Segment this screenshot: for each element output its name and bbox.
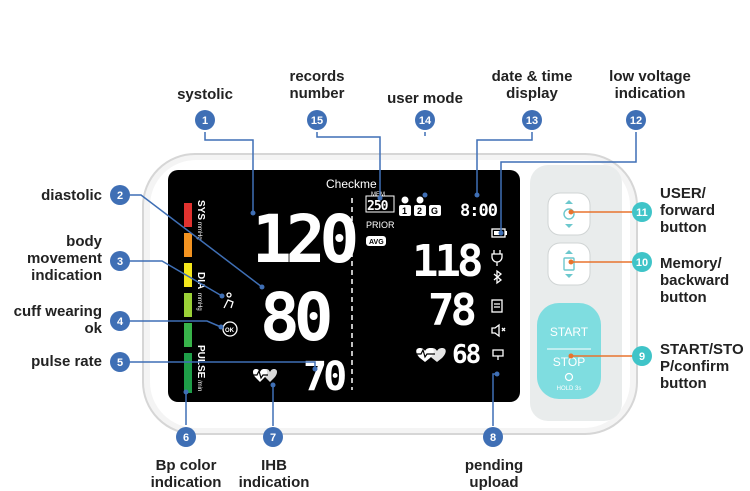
svg-text:6: 6 [183, 432, 189, 444]
svg-text:1: 1 [202, 115, 208, 127]
user-forward-button[interactable] [547, 192, 591, 236]
cuff-ok-icon: OK [222, 321, 238, 337]
badge-5: 5 [110, 352, 130, 372]
right-pulse: 68 [452, 340, 481, 370]
badge-13: 13 [522, 110, 542, 130]
callout-badges: 1 2 3 4 5 6 7 8 9 10 11 12 13 14 15 [110, 110, 652, 447]
badge-1: 1 [195, 110, 215, 130]
systolic-reading: 120 [252, 201, 355, 278]
badge-8: 8 [483, 427, 503, 447]
svg-text:11: 11 [636, 207, 648, 219]
svg-text:9: 9 [639, 351, 645, 363]
mute-speaker-icon [491, 323, 506, 338]
label-pulse-rate: pulse rate [31, 353, 102, 370]
start-stop-button[interactable]: START STOP HOLD 3s [537, 303, 601, 399]
right-diastolic: 78 [428, 285, 474, 336]
label-systolic: systolic [177, 86, 233, 103]
svg-text:14: 14 [419, 115, 432, 127]
svg-text:1: 1 [402, 206, 407, 216]
stop-label: STOP [553, 355, 585, 369]
bp-color-scale [184, 203, 192, 393]
svg-text:15: 15 [311, 115, 323, 127]
svg-text:2: 2 [417, 206, 422, 216]
svg-text:7: 7 [270, 432, 276, 444]
svg-text:5: 5 [117, 357, 123, 369]
bluetooth-icon [493, 269, 503, 285]
svg-text:AVG: AVG [369, 239, 384, 246]
svg-text:250: 250 [367, 199, 389, 214]
button-leader-lines [571, 211, 635, 357]
ihb-heart-icon [251, 369, 277, 382]
svg-text:8: 8 [490, 432, 496, 444]
battery-icon [491, 228, 507, 238]
badge-2: 2 [110, 185, 130, 205]
svg-text:12: 12 [630, 115, 642, 127]
power-plug-icon [491, 250, 503, 266]
badge-10: 10 [632, 252, 652, 272]
time-display: 8:00 [460, 201, 498, 221]
leader-lines [125, 132, 637, 426]
badge-11: 11 [632, 202, 652, 222]
badge-6: 6 [176, 427, 196, 447]
prior-label: PRIOR [366, 220, 395, 230]
svg-text:OK: OK [225, 328, 235, 334]
svg-text:G: G [431, 206, 438, 216]
pulse-reading: 70 [303, 354, 345, 400]
dia-label: DIA [195, 272, 206, 289]
svg-text:MEM: MEM [371, 192, 385, 198]
sys-label: SYS [195, 200, 206, 220]
device-body [142, 153, 638, 435]
badge-9: 9 [632, 346, 652, 366]
heart-rhythm-icon [414, 348, 446, 362]
hold-label: HOLD 3s [557, 386, 582, 392]
user-mode: 1 2 G [399, 196, 441, 216]
start-label: START [550, 325, 589, 339]
memory-backward-button[interactable] [547, 242, 591, 286]
pulse-unit: /min [196, 380, 202, 391]
diastolic-reading: 80 [260, 279, 330, 356]
svg-text:3: 3 [117, 256, 123, 268]
lcd-screen [168, 170, 520, 402]
right-systolic: 118 [412, 236, 481, 287]
svg-text:4: 4 [117, 316, 124, 328]
sys-unit: mmHg [196, 222, 202, 240]
avg-badge: AVG [366, 236, 386, 246]
cuff-tube-icon [492, 349, 504, 360]
dia-unit: mmHg [196, 293, 202, 311]
label-user-mode: user mode [387, 90, 463, 107]
upload-icon [491, 299, 503, 313]
svg-text:10: 10 [636, 257, 648, 269]
badge-4: 4 [110, 311, 130, 331]
svg-text:2: 2 [117, 190, 123, 202]
badge-14: 14 [415, 110, 435, 130]
badge-3: 3 [110, 251, 130, 271]
badge-7: 7 [263, 427, 283, 447]
label-diastolic: diastolic [41, 187, 102, 204]
body-movement-icon [223, 292, 234, 309]
badge-15: 15 [307, 110, 327, 130]
badge-12: 12 [626, 110, 646, 130]
svg-text:13: 13 [526, 115, 538, 127]
brand-label: Checkme [326, 177, 377, 191]
